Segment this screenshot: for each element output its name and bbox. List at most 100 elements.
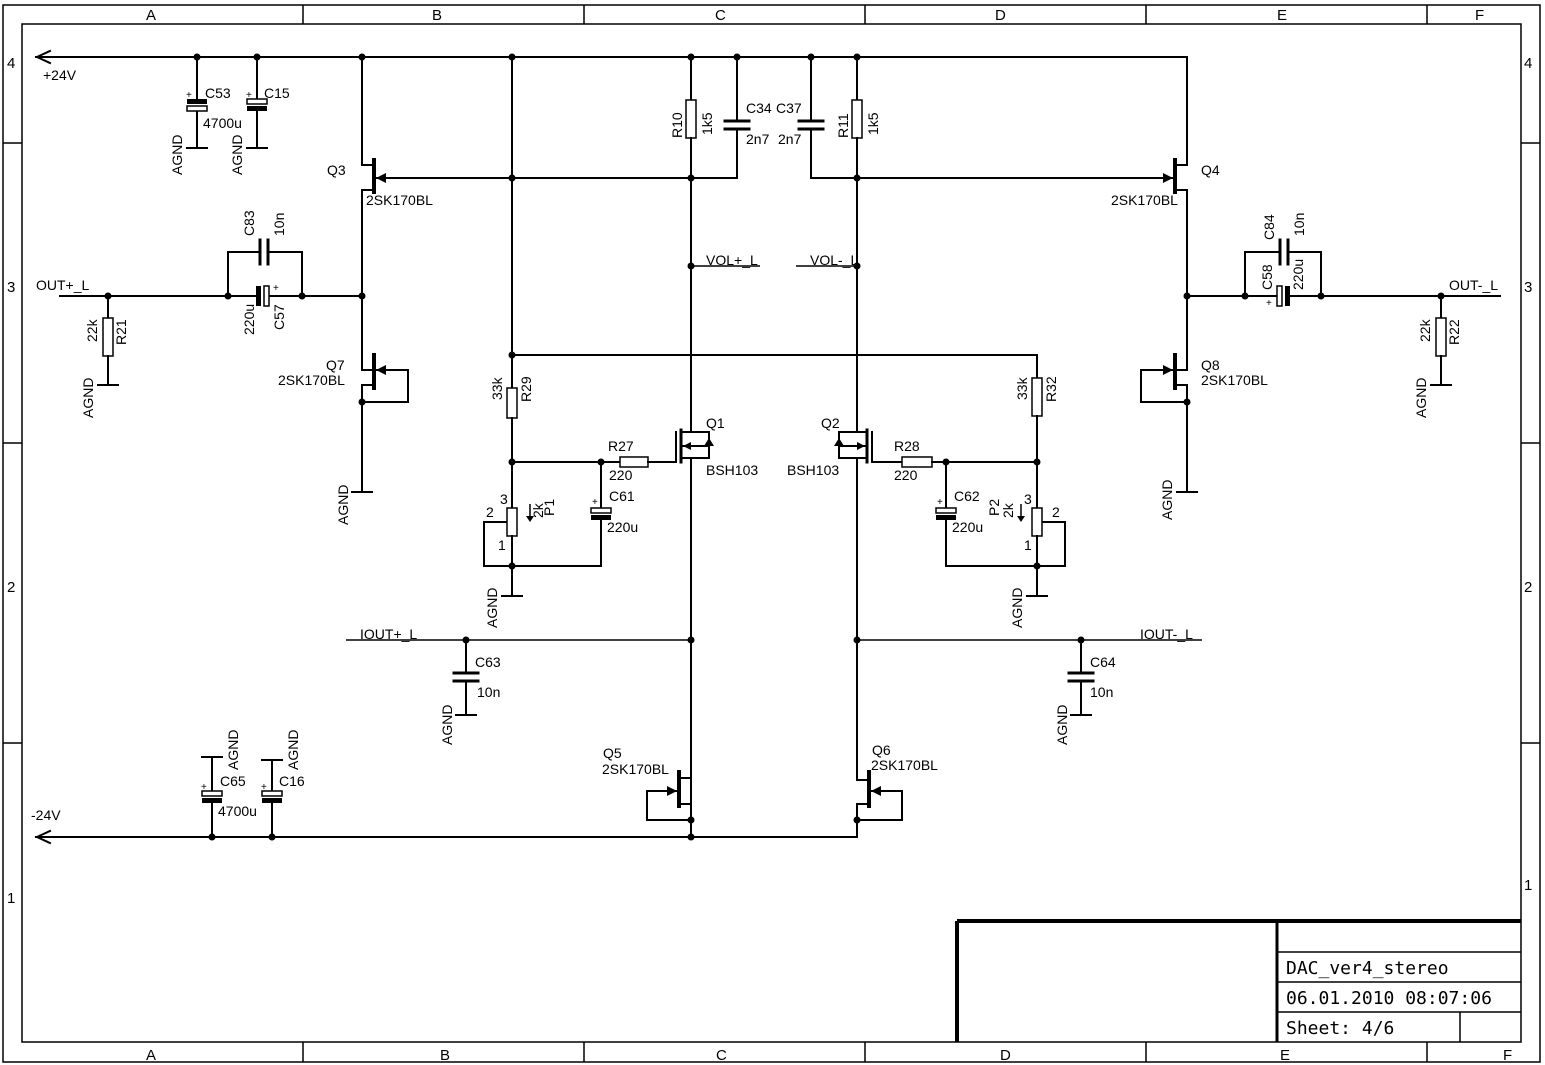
net-vol-pos: VOL+_L [691, 252, 760, 268]
svg-text:+: + [592, 497, 598, 508]
jfet-q8: Q8 2SK170BL AGND [1140, 353, 1268, 520]
net-label-vol-pos: VOL+_L [706, 252, 758, 268]
label-r22: R22 [1446, 319, 1462, 345]
jfet-q7: Q7 2SK170BL AGND [278, 353, 409, 525]
cap-c15: + C15 AGND [229, 56, 290, 175]
wire-cross-left [511, 56, 1038, 389]
label-p1: P1 [541, 499, 557, 516]
res-r10: R10 1k5 [669, 56, 715, 433]
agnd-c16: AGND [285, 730, 301, 770]
agnd-c63: AGND [439, 705, 455, 745]
label-r21: R21 [113, 319, 129, 345]
svg-text:1: 1 [498, 537, 506, 553]
label-c62: C62 [954, 488, 980, 504]
jfet-q4: Q4 2SK170BL [1111, 56, 1220, 371]
pot-p2: 3 2 1 2k P2 AGND [945, 491, 1066, 628]
label-c65: C65 [220, 773, 246, 789]
title-datetime: 06.01.2010 08:07:06 [1286, 988, 1492, 1009]
label-r10: R10 [669, 112, 685, 138]
rail-pos-24v: +24V [34, 49, 1188, 83]
label-r27: R27 [608, 438, 634, 454]
agnd-r22: AGND [1413, 378, 1429, 418]
rail-neg-24v: -24V [31, 807, 857, 845]
label-r28: R28 [894, 438, 920, 454]
mosfet-q1: Q1 BSH103 [675, 415, 758, 838]
cap-c16: + C16 AGND [261, 730, 305, 838]
col-label-bottom-f: F [1503, 1047, 1512, 1064]
row-label-right-2: 2 [1524, 579, 1532, 596]
label-q6: Q6 [872, 742, 891, 758]
cap-c62: + C62 220u [935, 461, 983, 567]
cap-c84: C84 10n [1244, 213, 1322, 297]
res-r27: R27 220 [511, 438, 677, 483]
label-q3: Q3 [327, 162, 346, 178]
label-r32: R32 [1043, 376, 1059, 402]
col-label-bottom-e: E [1280, 1047, 1290, 1064]
net-label-iout-pos: IOUT+_L [360, 626, 417, 642]
value-c57: 220u [241, 304, 257, 335]
value-r29: 33k [489, 376, 505, 400]
value-q1: BSH103 [706, 462, 758, 478]
value-p2: 2k [1000, 502, 1016, 518]
agnd-c15: AGND [229, 135, 245, 175]
svg-text:+: + [201, 782, 207, 793]
value-r32: 33k [1014, 376, 1030, 400]
agnd-c65: AGND [225, 730, 241, 770]
value-q5: 2SK170BL [602, 761, 669, 777]
row-label-right-1: 1 [1524, 877, 1532, 894]
res-r29: 33k R29 [489, 376, 534, 509]
value-c53: 4700u [203, 115, 242, 131]
net-label-pos24: +24V [43, 67, 77, 83]
label-c84: C84 [1261, 214, 1277, 240]
label-c63: C63 [475, 654, 501, 670]
net-vol-neg: VOL-_L [796, 252, 858, 268]
value-c64: 10n [1090, 684, 1113, 700]
jfet-q3: Q3 2SK170BL [327, 56, 738, 371]
col-label-top-f: F [1475, 7, 1484, 24]
value-q3: 2SK170BL [366, 192, 433, 208]
value-c61: 220u [607, 519, 638, 535]
label-c34: C34 [746, 100, 772, 116]
row-label-left-1: 1 [7, 890, 15, 907]
label-p2: P2 [986, 499, 1002, 516]
label-c37: C37 [776, 100, 802, 116]
row-label-left-2: 2 [7, 579, 15, 596]
jfet-q6: Q6 2SK170BL [856, 742, 938, 838]
net-iout-pos: IOUT+_L [346, 626, 691, 642]
cap-c57: + 220u C57 OUT+_L [36, 277, 363, 335]
svg-text:3: 3 [500, 491, 508, 507]
agnd-r21: AGND [80, 378, 96, 418]
agnd-c64: AGND [1054, 705, 1070, 745]
value-c65: 4700u [218, 803, 257, 819]
cap-c34: C34 2n7 [723, 56, 772, 179]
value-q2: BSH103 [787, 462, 839, 478]
value-r11: 1k5 [865, 112, 881, 135]
cap-c61: + C61 220u [590, 461, 638, 567]
label-c16: C16 [279, 773, 305, 789]
value-r21: 22k [84, 318, 100, 342]
col-label-top-c: C [715, 7, 726, 24]
label-c57: C57 [271, 304, 287, 330]
svg-text:+: + [186, 90, 192, 101]
value-p1: 2k [530, 502, 546, 518]
net-label-neg24: -24V [31, 807, 61, 823]
label-q1: Q1 [706, 415, 725, 431]
svg-text:2: 2 [1052, 504, 1060, 520]
net-label-vol-neg: VOL-_L [810, 252, 858, 268]
value-q8: 2SK170BL [1201, 372, 1268, 388]
net-out-neg: OUT-_L [1449, 277, 1498, 293]
label-q2: Q2 [821, 415, 840, 431]
res-r28: R28 220 [871, 438, 1038, 483]
row-label-left-4: 4 [7, 55, 15, 72]
net-label-iout-neg: IOUT-_L [1140, 626, 1193, 642]
svg-text:+: + [1266, 298, 1272, 309]
svg-text:2: 2 [486, 504, 494, 520]
value-q7: 2SK170BL [278, 372, 345, 388]
col-label-bottom-c: C [716, 1047, 727, 1064]
net-out-pos: OUT+_L [36, 277, 90, 293]
label-q8: Q8 [1201, 357, 1220, 373]
label-c15: C15 [264, 85, 290, 101]
label-c64: C64 [1090, 654, 1116, 670]
label-c61: C61 [609, 488, 635, 504]
